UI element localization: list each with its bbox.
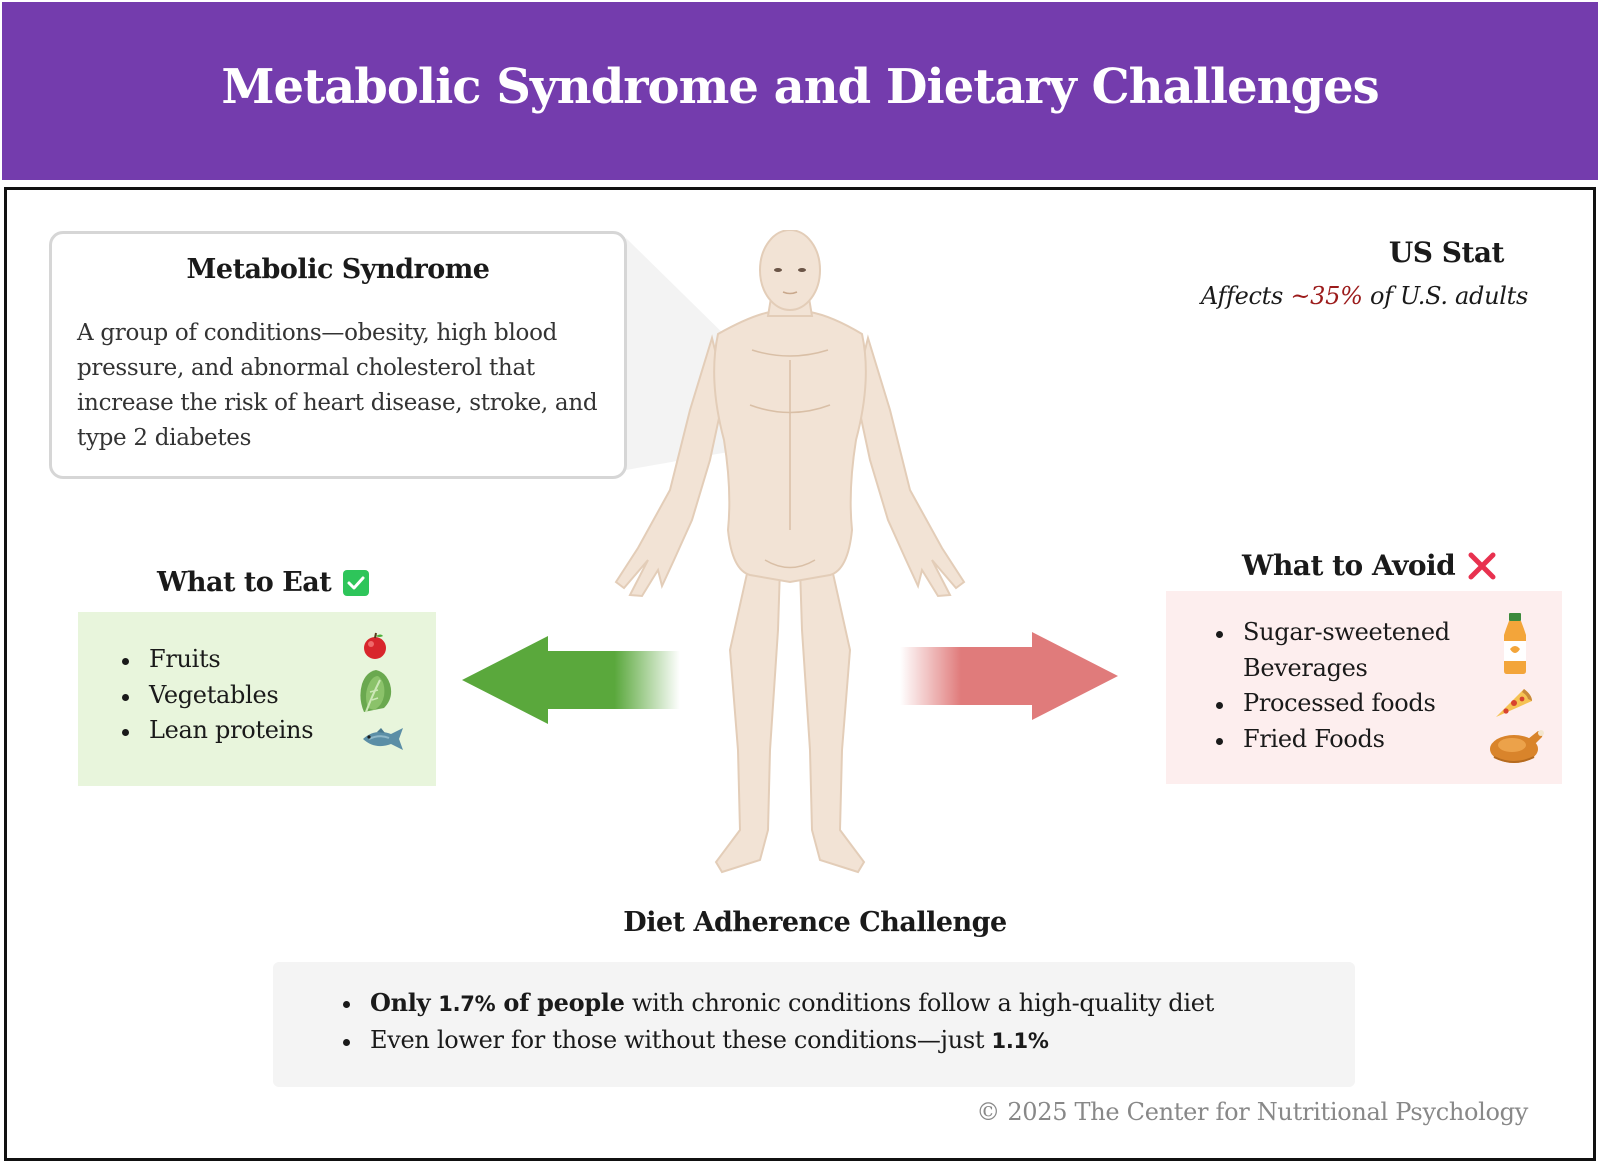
arrow-left-green <box>462 636 680 724</box>
list-item: Fried Foods <box>1211 722 1481 758</box>
eat-list-card: Fruits Vegetables Lean proteins <box>78 612 436 786</box>
us-stat-text: Affects ~35% of U.S. adults <box>1201 282 1528 310</box>
list-item: Sugar-sweetened Beverages <box>1211 615 1481 686</box>
content-frame <box>4 187 1596 1161</box>
page-title: Metabolic Syndrome and Dietary Challenge… <box>221 59 1379 115</box>
cross-mark-icon <box>1468 552 1496 579</box>
definition-card: Metabolic Syndrome A group of conditions… <box>49 231 627 479</box>
juice-bottle-icon <box>1504 613 1526 674</box>
roast-chicken-icon <box>1490 730 1544 763</box>
list-item: Lean proteins <box>117 713 314 749</box>
check-mark-icon <box>343 569 370 596</box>
avoid-section-title: What to Avoid <box>1242 549 1497 582</box>
adherence-line2-pct: 1.1% <box>991 1028 1049 1053</box>
adherence-line2-lead: Even lower for those without these condi… <box>370 1025 992 1054</box>
adherence-line1-tail: of people <box>495 988 625 1017</box>
definition-title: Metabolic Syndrome <box>186 254 490 285</box>
adherence-line1-rest: with chronic conditions follow a high-qu… <box>624 989 1214 1017</box>
copyright-footer: © 2025 The Center for Nutritional Psycho… <box>976 1098 1528 1126</box>
title-banner: Metabolic Syndrome and Dietary Challenge… <box>2 2 1598 180</box>
list-item: Only 1.7% of people with chronic conditi… <box>338 985 1214 1023</box>
us-stat-suffix: of U.S. adults <box>1362 282 1528 310</box>
arrow-right-red <box>900 632 1118 720</box>
list-item: Even lower for those without these condi… <box>338 1023 1214 1060</box>
avoid-list: Sugar-sweetened Beverages Processed food… <box>1211 615 1481 757</box>
list-item: Fruits <box>117 642 313 678</box>
fish-icon <box>363 728 403 750</box>
list-item: Processed foods <box>1211 686 1481 722</box>
definition-text: A group of conditions—obesity, high bloo… <box>77 320 598 451</box>
lettuce-icon <box>360 670 392 713</box>
human-body-figure <box>614 230 966 874</box>
eat-list: Fruits Vegetables Lean proteins <box>117 642 314 749</box>
adherence-list: Only 1.7% of people with chronic conditi… <box>338 985 1214 1059</box>
adherence-title: Diet Adherence Challenge <box>623 907 1007 938</box>
avoid-list-card: Sugar-sweetened Beverages Processed food… <box>1166 591 1562 784</box>
eat-title-text: What to Eat <box>157 567 332 598</box>
us-stat-highlight: ~35% <box>1290 282 1363 310</box>
eat-section-title: What to Eat <box>157 567 370 598</box>
adherence-card: Only 1.7% of people with chronic conditi… <box>273 962 1355 1087</box>
avoid-title-text: What to Avoid <box>1242 549 1456 582</box>
us-stat-prefix: Affects <box>1200 282 1291 310</box>
us-stat-title: US Stat <box>1388 236 1505 269</box>
pizza-icon <box>1496 689 1532 717</box>
adherence-line1-pct: 1.7% <box>438 992 496 1016</box>
apple-icon <box>364 632 386 659</box>
adherence-line1-lead: Only <box>370 988 439 1017</box>
list-item: Vegetables <box>117 678 313 714</box>
